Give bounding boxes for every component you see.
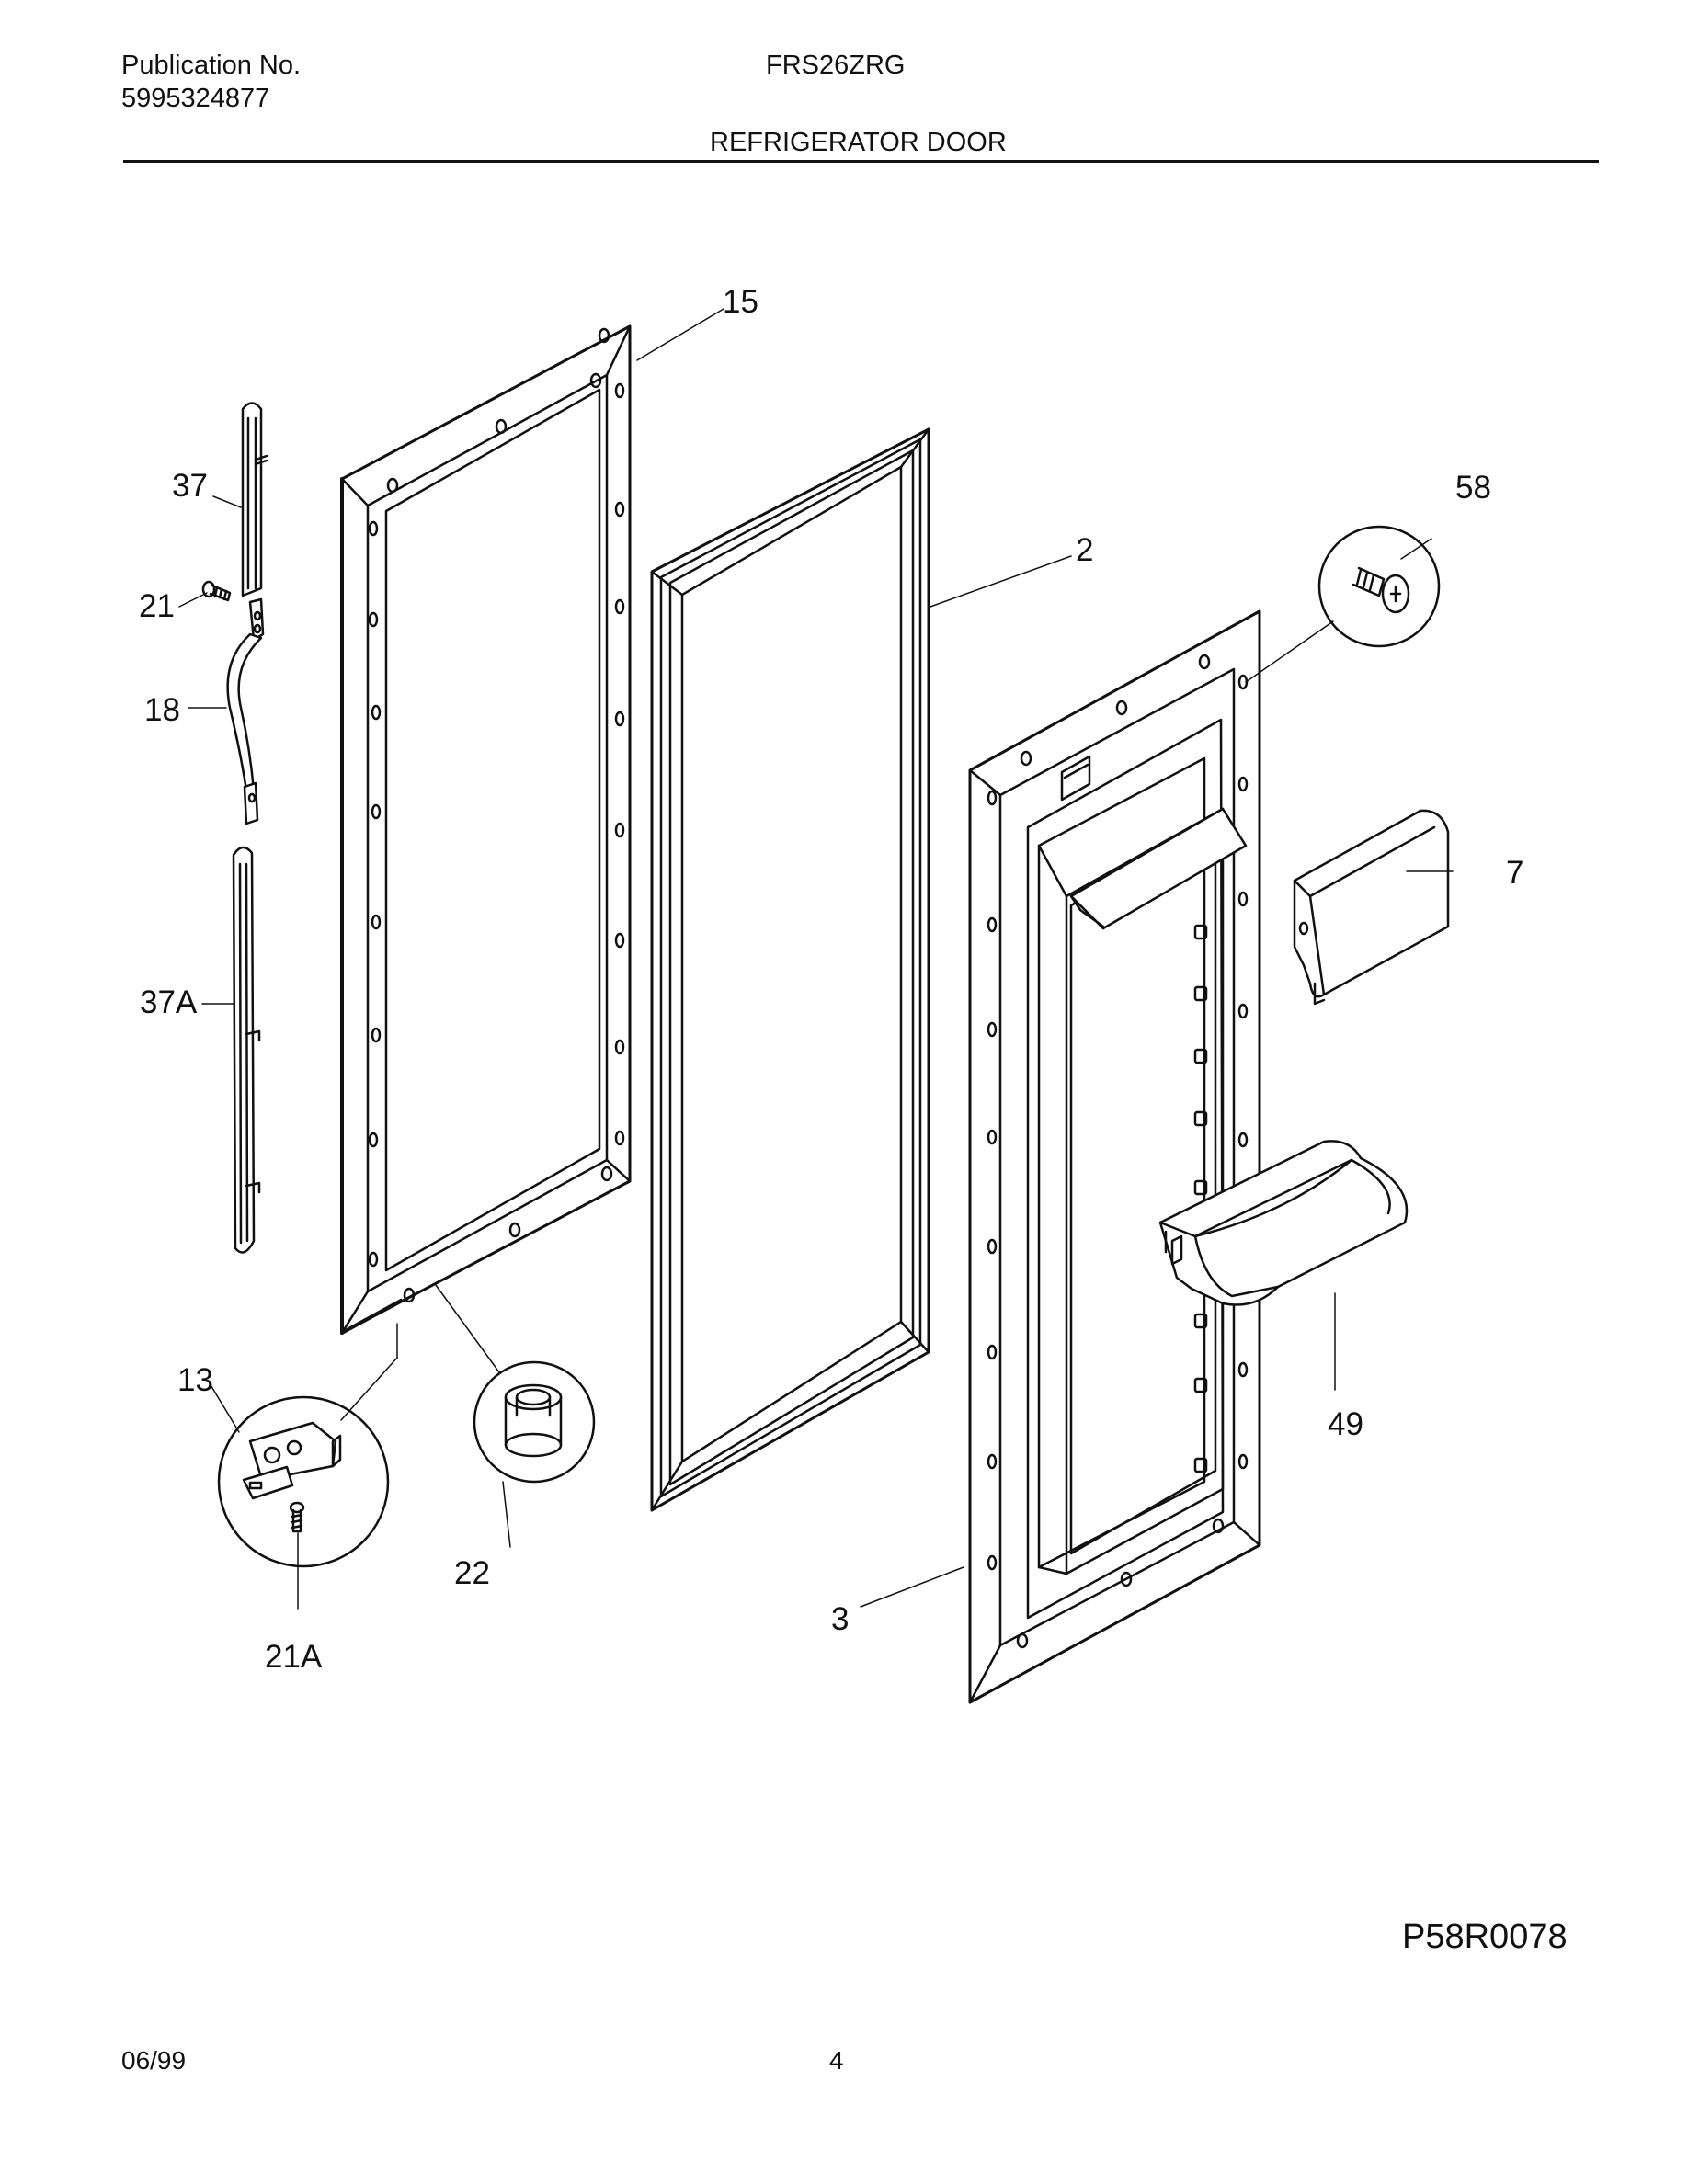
callout-22: 22: [454, 1555, 490, 1591]
callout-labels: 15 37 58 2 21 18 7 37A 13 49 22 3 21A: [139, 284, 1523, 1675]
handle-screw-part: [201, 580, 232, 602]
shelf-retainer-bumps: [1193, 924, 1208, 1473]
callout-21: 21: [139, 588, 175, 624]
dairy-door-cover-part: [1293, 809, 1450, 1006]
screw-detail-circle: [1317, 525, 1441, 648]
bushing-detail-circle: [473, 1360, 596, 1484]
footer-date: 06/99: [121, 2046, 187, 2075]
publication-number: 5995324877: [121, 84, 270, 113]
door-handle-part: [226, 597, 265, 825]
frame-screw-holes-right: [614, 382, 625, 1146]
callout-leader-lines: [178, 308, 1454, 1610]
callout-13: 13: [177, 1362, 213, 1398]
callout-15: 15: [723, 284, 758, 320]
callout-3: 3: [831, 1601, 849, 1637]
callout-21a: 21A: [265, 1639, 323, 1675]
callout-37: 37: [172, 468, 208, 504]
door-gasket-part: [650, 427, 930, 1512]
model-number: FRS26ZRG: [766, 51, 906, 80]
door-bin-part: [1158, 1140, 1409, 1306]
callout-2: 2: [1076, 532, 1093, 568]
section-title: REFRIGERATOR DOOR: [710, 128, 1007, 157]
callout-7: 7: [1506, 855, 1523, 891]
lower-handle-trim-part: [232, 846, 261, 1254]
upper-handle-trim-part: [241, 402, 268, 597]
frame-screw-holes-left: [368, 520, 382, 1268]
callout-58: 58: [1455, 470, 1491, 506]
hinge-detail-circle: [217, 1395, 390, 1568]
callout-18: 18: [144, 692, 180, 728]
callout-37a: 37A: [140, 984, 198, 1020]
figure-code: P58R0078: [1402, 1917, 1568, 1956]
publication-label: Publication No.: [121, 51, 302, 80]
outer-door-frame-part: [340, 324, 632, 1335]
callout-49: 49: [1328, 1406, 1363, 1442]
header-rule: [123, 160, 1599, 163]
inner-door-liner-part: [968, 609, 1261, 1704]
liner-screw-holes-left: [987, 790, 998, 1571]
page-number: 4: [829, 2046, 844, 2075]
